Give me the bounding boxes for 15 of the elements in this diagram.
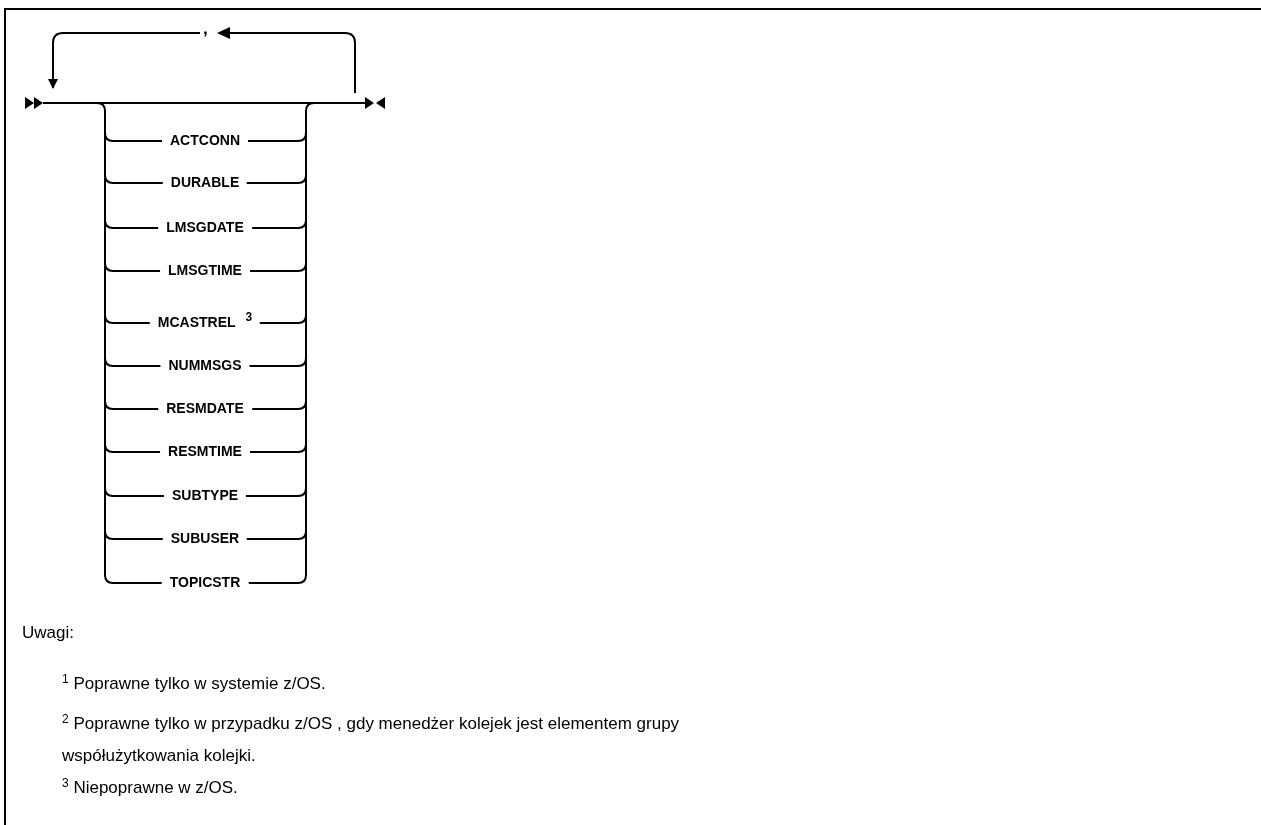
- keyword: RESMDATE: [158, 401, 252, 415]
- keyword: RESMTIME: [160, 444, 250, 458]
- keyword: TOPICSTR: [161, 575, 249, 589]
- keyword: LMSGTIME: [160, 263, 250, 277]
- keyword: SUBUSER: [162, 531, 248, 545]
- footnote: $^{2}$ Poprawne tylko w przypadku z/OS , gdy menedżer kolejek jest elementem grupy współużytkowania kolejki.: [62, 711, 681, 767]
- notes-heading: Uwagi:: [22, 622, 74, 644]
- keyword: ACTCONN: [162, 133, 248, 147]
- keyword: SUBTYPE: [163, 488, 247, 502]
- keyword: NUMMSGS: [160, 358, 250, 372]
- keyword: LMSGDATE: [158, 220, 252, 234]
- footnote: $^{3}$ Niepoprawne w z/OS.: [62, 775, 239, 799]
- keyword: DURABLE: [162, 175, 248, 189]
- repeat-separator: ,: [203, 20, 208, 37]
- footnote: $^{1}$ Poprawne tylko w systemie z/OS.: [62, 671, 327, 695]
